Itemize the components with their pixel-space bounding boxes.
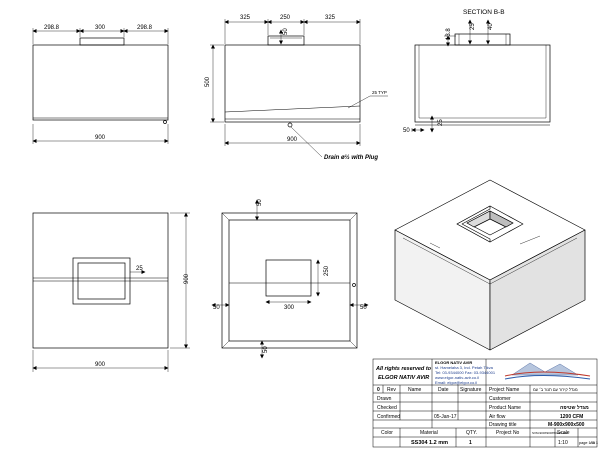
air-flow-value: 1200 CFM [560,414,583,420]
customer-label: Customer [489,396,511,402]
drain-plug [287,122,293,128]
front-body [32,44,169,121]
company-contact-3: www.elgor-nativ-avir.co.il [435,375,479,380]
top-view [211,199,369,359]
side-dim-width: 900 [287,137,298,143]
company-address: ELGOR NATIV AVIR [435,360,472,365]
drawing-title-value: M-900x900x500 [548,422,585,428]
scale-value: 1:10 [558,440,568,446]
side-dim-neck: 250 [280,15,291,21]
section-view [411,19,551,133]
date-label: Date [438,387,449,393]
iso-right-face [489,229,586,351]
sheet-size: A3 [590,440,596,445]
qty-value: 1 [469,440,472,446]
section-dim-flange: 13.8 [446,28,452,40]
product-name-value: מגדל שטיפה [560,404,589,411]
plan-neck-outer [72,257,131,305]
side-dim-right: 325 [325,15,336,21]
drawing-title-label: Drawing title [489,422,517,428]
plan-dim-gap: 25 [136,266,143,272]
section-dim-b: 40 [488,23,494,30]
rights-text: All rights reserved to [375,366,432,372]
side-dim-height: 500 [205,76,211,87]
top-outer [221,212,358,349]
iso-neck-left [456,205,491,243]
top-dim-edge-left: 50 [213,305,220,311]
qty-label: QTY. [466,430,477,436]
top-inner [228,219,351,342]
confirmed-label: Confirmed [377,414,400,420]
isometric-view [394,179,586,351]
plan-neck-inner [77,262,126,300]
signature-label: Signature [460,387,482,393]
scale-label: Scale [557,430,570,436]
side-neck [267,35,305,46]
product-name-label: Product Name [489,405,521,411]
front-neck [79,37,125,46]
top-dim-neck-width: 300 [284,305,295,311]
top-dim-edge-bottom: 50 [263,346,269,353]
material-value: SS304 1.2 mm [411,440,448,446]
name-label: Name [408,387,422,393]
drain-note: Drain ø½ with Plug [324,154,378,161]
section-neck [454,33,511,46]
section-title: SECTION B-B [463,9,505,16]
drawn-label: Drawn [377,396,392,402]
company-contact-1: st. Hamelaha 3, Ind. Petah Tikva [435,365,494,370]
top-dim-edge-top: 50 [257,199,263,206]
side-body [224,44,361,123]
front-view [32,28,169,144]
side-dim-left: 325 [240,15,251,21]
company-name: ELGOR NATIV AVIR [378,375,429,381]
material-label: Material [420,430,438,436]
iso-neck-inner-back [489,210,514,228]
title-block [372,358,598,448]
plan-dim-width: 900 [95,362,106,368]
side-view [210,19,388,158]
top-dim-edge-right: 50 [360,305,367,311]
plan-view [32,212,190,372]
plan-dim-height: 900 [184,273,190,284]
top-neck [265,259,312,297]
section-dim-bottom-right: 25 [438,119,444,126]
plan-body [32,212,169,349]
rev-label: Rev [387,387,396,393]
top-dim-neck-height: 250 [324,265,330,276]
section-dim-bottom-left: 50 [403,128,410,134]
project-name-label: Project Name [489,387,520,393]
project-name-value: מגדל קירור עם תנור ב׳ עמ [533,387,578,392]
company-contact-2: Tel: 03-9344000 Fax: 03-9344001 [435,370,496,375]
file-code: SVM-900X900X500-PLAN [532,431,567,435]
front-dim-width: 900 [95,135,106,141]
rev-number: 0 [377,387,380,393]
section-dim-a: 25 [470,23,476,30]
color-label: Color [381,430,393,436]
front-dim-left: 298.8 [44,25,60,31]
page-number: page 1 fo 1 [579,441,598,445]
front-dim-right: 298.8 [137,25,153,31]
date-value: 05-Jan-17 [434,414,457,420]
air-flow-label: Air flow [489,414,506,420]
checked-label: Checked [377,405,397,411]
section-body [414,44,551,123]
front-dim-neck: 300 [95,25,106,31]
side-dim-neck-height: 50 [283,28,289,35]
project-no-label: Project No [496,430,520,436]
company-contact-4: Email: elgor@elgor.co.il [435,380,477,385]
company-logo [504,362,591,380]
side-slope-note: 25 TYP [372,90,387,95]
